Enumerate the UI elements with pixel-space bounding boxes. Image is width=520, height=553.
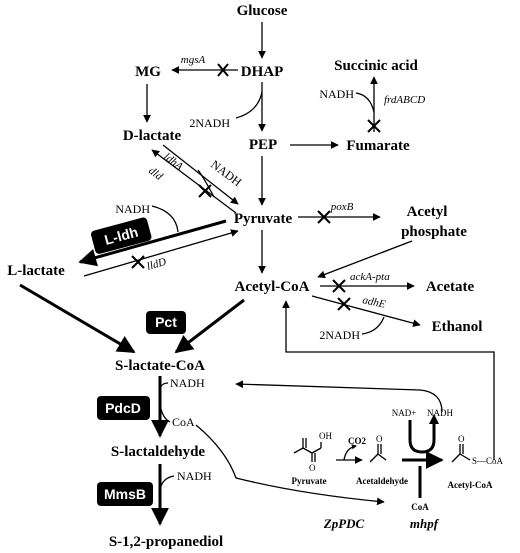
node-s-propanediol: S-1,2-propanediol [109,534,223,550]
node-pyruvate: Pyruvate [234,211,293,227]
structure-acetaldehyde [369,444,387,463]
curve-nadh-lldh [151,205,179,233]
curve-co2-release [343,444,358,461]
node-s-lactaldehyde: S-lactaldehyde [111,444,206,460]
enzyme-pdcd: PdcD [105,400,141,416]
inset-coa-label: CoA [411,502,429,512]
curve-nadh-frd [355,92,375,113]
block-mark-mgsA [217,63,229,77]
node-pep: PEP [249,137,277,153]
node-acetyl-phosphate-line1: Acetyl [407,204,448,220]
arrow-acetyl-coa-ethanol [311,295,421,327]
block-mark-ldhA [198,184,212,198]
inset-o-label-acetyl-coa: O [458,434,465,444]
enzyme-box-pct: Pct [146,311,186,334]
inset-organism-zppdc: ZpPDC [323,516,365,531]
node-acetate: Acetate [426,279,475,295]
inset-organism-mhpf: mhpf [410,516,440,531]
curve-nadh-mmsb [159,475,175,491]
enzyme-box-mmsb: MmsB [97,482,153,506]
inset-nad-plus-label: NAD+ [392,408,417,418]
cofactor-nadh-pdcd: NADH [170,376,205,390]
gene-ldhA: ldhA [161,151,185,173]
gene-lldD: lldD [146,256,168,273]
node-dhap: DHAP [241,64,284,80]
node-fumarate: Fumarate [346,138,410,154]
inset-nadh-label: NADH [427,408,453,418]
cofactor-nadh-mmsb: NADH [177,469,212,483]
gene-poxB: poxB [330,201,354,213]
block-mark-ackA-pta [332,279,346,293]
inset-scoa-label: S—CoA [472,456,504,466]
curve-nadh-glycolysis [235,91,263,119]
enzyme-box-pdcd: PdcD [97,396,150,420]
arrow-pyruvate-d-lactate [151,149,237,214]
cofactor-coa-pdcd: CoA [172,415,195,429]
node-d-lactate: D-lactate [123,128,182,144]
curve-nadh-ldhA [197,169,215,198]
cofactor-2nadh-adhE: 2NADH [319,328,360,342]
node-ethanol: Ethanol [432,319,483,335]
inset-pyruvate-label: Pyruvate [292,476,327,486]
cofactor-nadh-frd: NADH [319,87,354,101]
curve-coa-pdcd [159,403,171,423]
block-mark-frdABCD [367,119,381,133]
cofactor-nadh-lldh: NADH [115,202,150,216]
node-mg: MG [135,64,161,80]
gene-frdABCD: frdABCD [384,94,425,106]
structure-acetyl-coa [451,444,471,463]
cofactor-2nadh-glycolysis: 2NADH [189,116,230,130]
node-glucose: Glucose [237,3,288,19]
node-l-lactate: L-lactate [7,263,65,279]
arrow-l-lactate-pyruvate [83,229,239,277]
inset-acetaldehyde-label: Acetaldehyde [356,476,408,486]
arrow-acetyl-phosphate-acetyl-coa [317,240,413,279]
enzyme-mmsb: MmsB [104,486,146,502]
enzyme-box-l-ldh: L-ldh [91,217,152,254]
arrow-nadh-return [235,380,443,413]
arrow-l-lactate-s-lactate-coa [19,283,136,354]
curve-nadh-adhE [361,316,385,335]
gene-adhE: adhE [361,294,386,311]
arrow-coa-to-inset [195,424,385,506]
node-succinic-acid: Succinic acid [334,58,418,74]
nadh-arrowhead [429,414,439,424]
inset-o-label-pyruvate: O [309,463,316,473]
inset-oh-label: OH [319,431,332,441]
node-acetyl-coa: Acetyl-CoA [235,279,310,295]
gene-mgsA: mgsA [181,54,206,66]
curve-nad-to-nadh [408,420,436,454]
block-mark-lldD [131,255,145,269]
arrow-inset-acetyl-coa-return [282,300,495,460]
curve-nadh-pdcd [159,382,169,389]
block-mark-poxB [317,210,331,224]
inset-co2-label: CO2 [348,436,367,446]
block-mark-adhE [337,297,351,311]
node-s-lactate-coa: S-lactate-CoA [115,358,205,374]
gene-dld: dld [146,165,165,183]
structure-pyruvate [293,438,322,462]
inset-acetyl-coa-label: Acetyl-CoA [448,480,493,490]
inset-o-label-acetaldehyde: O [376,434,383,444]
arrow-pyruvate-l-lactate [78,219,227,267]
node-acetyl-phosphate-line2: phosphate [401,224,467,240]
arrow-acetyl-coa-s-lactate-coa [174,298,245,354]
gene-ackA-pta: ackA-pta [350,271,390,283]
enzyme-pct: Pct [155,314,177,330]
